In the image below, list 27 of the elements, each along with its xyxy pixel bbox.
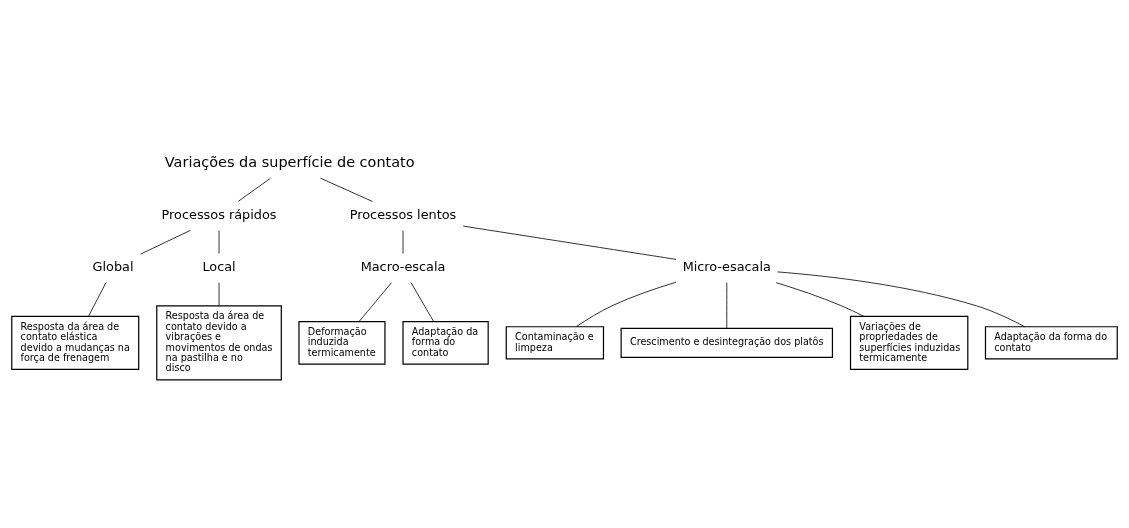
connector — [410, 281, 434, 322]
node-box: Variações de propriedades de superfícies induzidas termicamente — [849, 315, 969, 370]
node-text: Local — [202, 258, 236, 274]
connector — [218, 281, 220, 306]
node-text: Micro-esacala — [682, 258, 771, 274]
node-box: Deformação induzida termicamente — [298, 320, 386, 365]
node-box: Resposta da área de contato elástica devido a mudanças na força de frenagem — [11, 315, 140, 370]
connector — [88, 281, 107, 317]
node-box: Adaptação da forma do contato — [402, 320, 489, 365]
node-text: Processos lentos — [349, 206, 457, 222]
node-box: Adaptação da forma do contato — [984, 325, 1118, 359]
node-text: Processos rápidos — [161, 206, 277, 222]
connector — [320, 177, 373, 202]
connector — [140, 229, 191, 255]
node-text: Variações da superfície de contato — [164, 153, 415, 170]
connector — [575, 281, 677, 327]
connector — [237, 177, 271, 202]
connector — [726, 281, 728, 329]
connector — [777, 271, 1026, 327]
node-text: Global — [92, 258, 134, 274]
node-box: Resposta da área de contato devido a vibrações e movimentos de ondas na pastilha e no disco — [156, 304, 282, 380]
node-text: Macro-escala — [360, 258, 446, 274]
connector — [462, 225, 677, 260]
node-box: Contaminação e limpeza — [505, 325, 605, 359]
connector — [358, 281, 392, 322]
node-box: Crescimento e desintegração dos platôs — [620, 327, 834, 358]
connector — [775, 281, 864, 317]
